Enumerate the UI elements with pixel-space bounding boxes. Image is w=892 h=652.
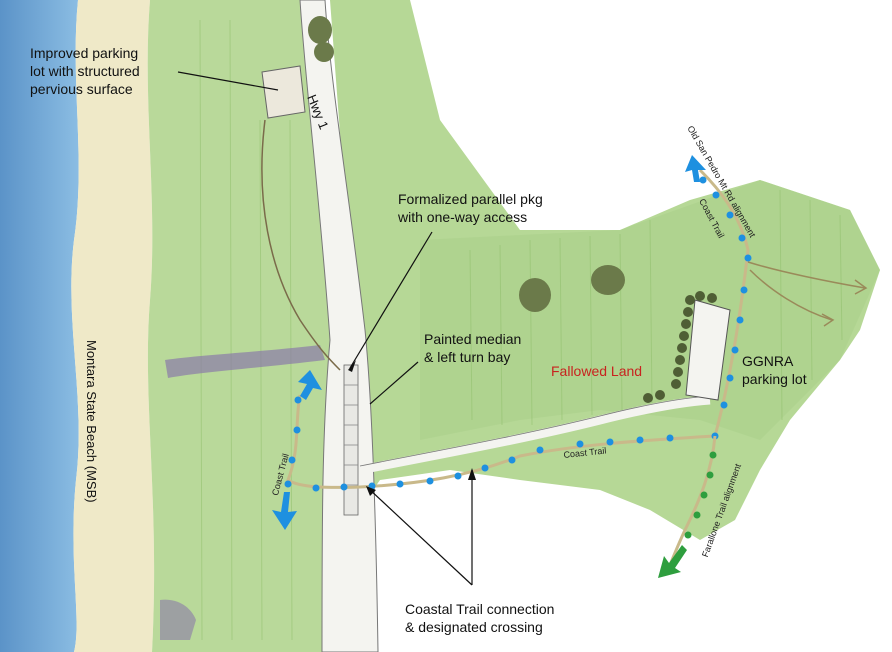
- beach: [71, 0, 155, 652]
- parallel-parking-label: Formalized parallel pkg with one-way acc…: [398, 190, 543, 226]
- montara-beach-label: Montara State Beach (MSB): [84, 340, 99, 503]
- lavender-patch: [160, 599, 196, 640]
- lavender-patch: [165, 345, 325, 378]
- label-line: & left turn bay: [424, 349, 511, 365]
- improved-parking-lot: [261, 65, 306, 119]
- label-line: with one-way access: [398, 209, 528, 225]
- improved-parking-label: Improved parking lot with structured per…: [30, 44, 140, 98]
- arrow-southwest-icon: [658, 545, 687, 578]
- coastal-trail-path: [286, 168, 750, 489]
- tree-row: [643, 291, 717, 403]
- arrow-east-icon: [747, 261, 868, 327]
- label-line: parking lot: [742, 371, 807, 387]
- ocean: [0, 0, 79, 652]
- label-line: GGNRA: [742, 353, 794, 369]
- access-road: [359, 395, 711, 475]
- grassland-west: [147, 0, 352, 652]
- fallowed-land-label: Fallowed Land: [551, 363, 643, 379]
- arrow-down-icon: [272, 492, 297, 530]
- arrow-up-icon: [298, 370, 322, 400]
- ggnra-parking-label: GGNRA parking lot: [742, 352, 807, 388]
- label-line: Painted median: [424, 331, 522, 347]
- label-line: lot with structured: [30, 63, 140, 79]
- label-line: & designated crossing: [405, 619, 543, 635]
- hwy-1-road: [299, 0, 379, 652]
- dirt-trail: [261, 119, 341, 371]
- label-line: pervious surface: [30, 81, 133, 97]
- parking-stripes: [344, 384, 358, 486]
- grass-hatching: [199, 19, 843, 641]
- ggnra-parking-lot: [685, 299, 731, 401]
- arrow-northwest-icon: [685, 155, 706, 182]
- label-line: Improved parking: [30, 45, 139, 61]
- grass-texture: [420, 180, 880, 440]
- coastal-trail-connection-label: Coastal Trail connection & designated cr…: [405, 600, 554, 636]
- painted-median-label: Painted median & left turn bay: [424, 330, 521, 366]
- label-line: Coastal Trail connection: [405, 601, 555, 617]
- shrubs: [308, 16, 625, 312]
- leader-arrowheads: [348, 360, 476, 496]
- leader-lines: [177, 71, 473, 586]
- label-line: Formalized parallel pkg: [398, 191, 543, 207]
- access-road-edge: [359, 395, 711, 467]
- farallone-trail-dots: [684, 451, 717, 539]
- parallel-parking: [343, 364, 359, 516]
- coastal-trail-dots: [284, 176, 752, 492]
